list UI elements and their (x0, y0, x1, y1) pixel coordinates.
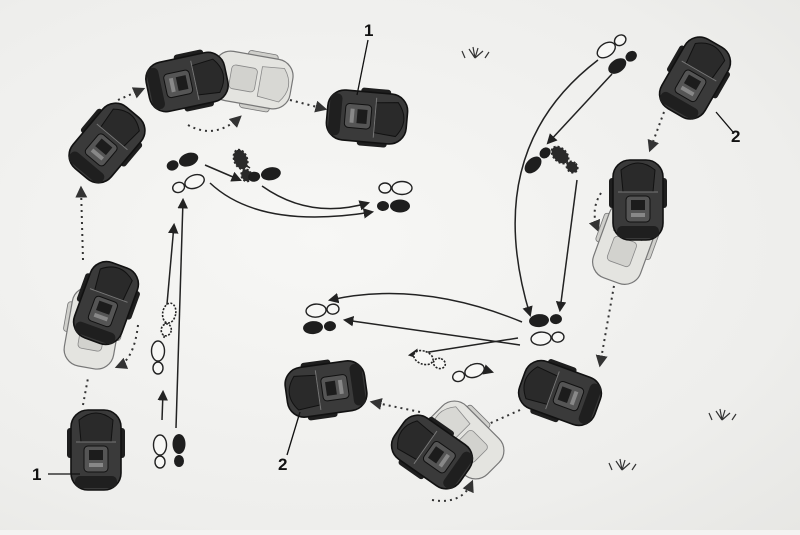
footprint-icon (170, 171, 207, 197)
callout-number: 2 (278, 455, 287, 474)
footprint-icon (304, 301, 341, 319)
footprint-icon (529, 329, 566, 347)
footprint-icon (528, 312, 563, 328)
robotic-mower-icon (141, 44, 233, 120)
footprint-icon (593, 30, 630, 62)
footprint-icon (450, 360, 487, 386)
robotic-mower-icon (281, 353, 371, 425)
grass-tuft-icon (608, 458, 637, 471)
callout-number: 1 (32, 465, 41, 484)
footprint-icon (150, 340, 166, 375)
callout-number: 1 (364, 21, 373, 40)
footprint-icon (152, 434, 168, 469)
mower-movement-arrows (75, 87, 665, 502)
footprint-icon (302, 319, 337, 335)
footprint-icon (172, 434, 186, 467)
footprint-icon (377, 199, 410, 213)
robotic-mower-icon (608, 159, 668, 241)
footprint-icon (164, 150, 201, 174)
footprint-icon (247, 165, 282, 185)
robotic-mower-icon (58, 92, 156, 194)
walking-path (157, 59, 613, 429)
footprint-icon (158, 301, 179, 338)
robotic-mower-icon (323, 83, 411, 151)
robotic-mower-icon (511, 351, 609, 435)
grass-tuft-icon (461, 46, 490, 59)
robotic-mower-icon (66, 409, 126, 491)
grass-tuft-icon (708, 408, 737, 421)
callout-leaders (48, 39, 734, 475)
footprint-icon (378, 180, 413, 196)
callout-number: 2 (731, 127, 740, 146)
footprint-icon (547, 142, 582, 177)
footprint-icon (521, 144, 554, 177)
